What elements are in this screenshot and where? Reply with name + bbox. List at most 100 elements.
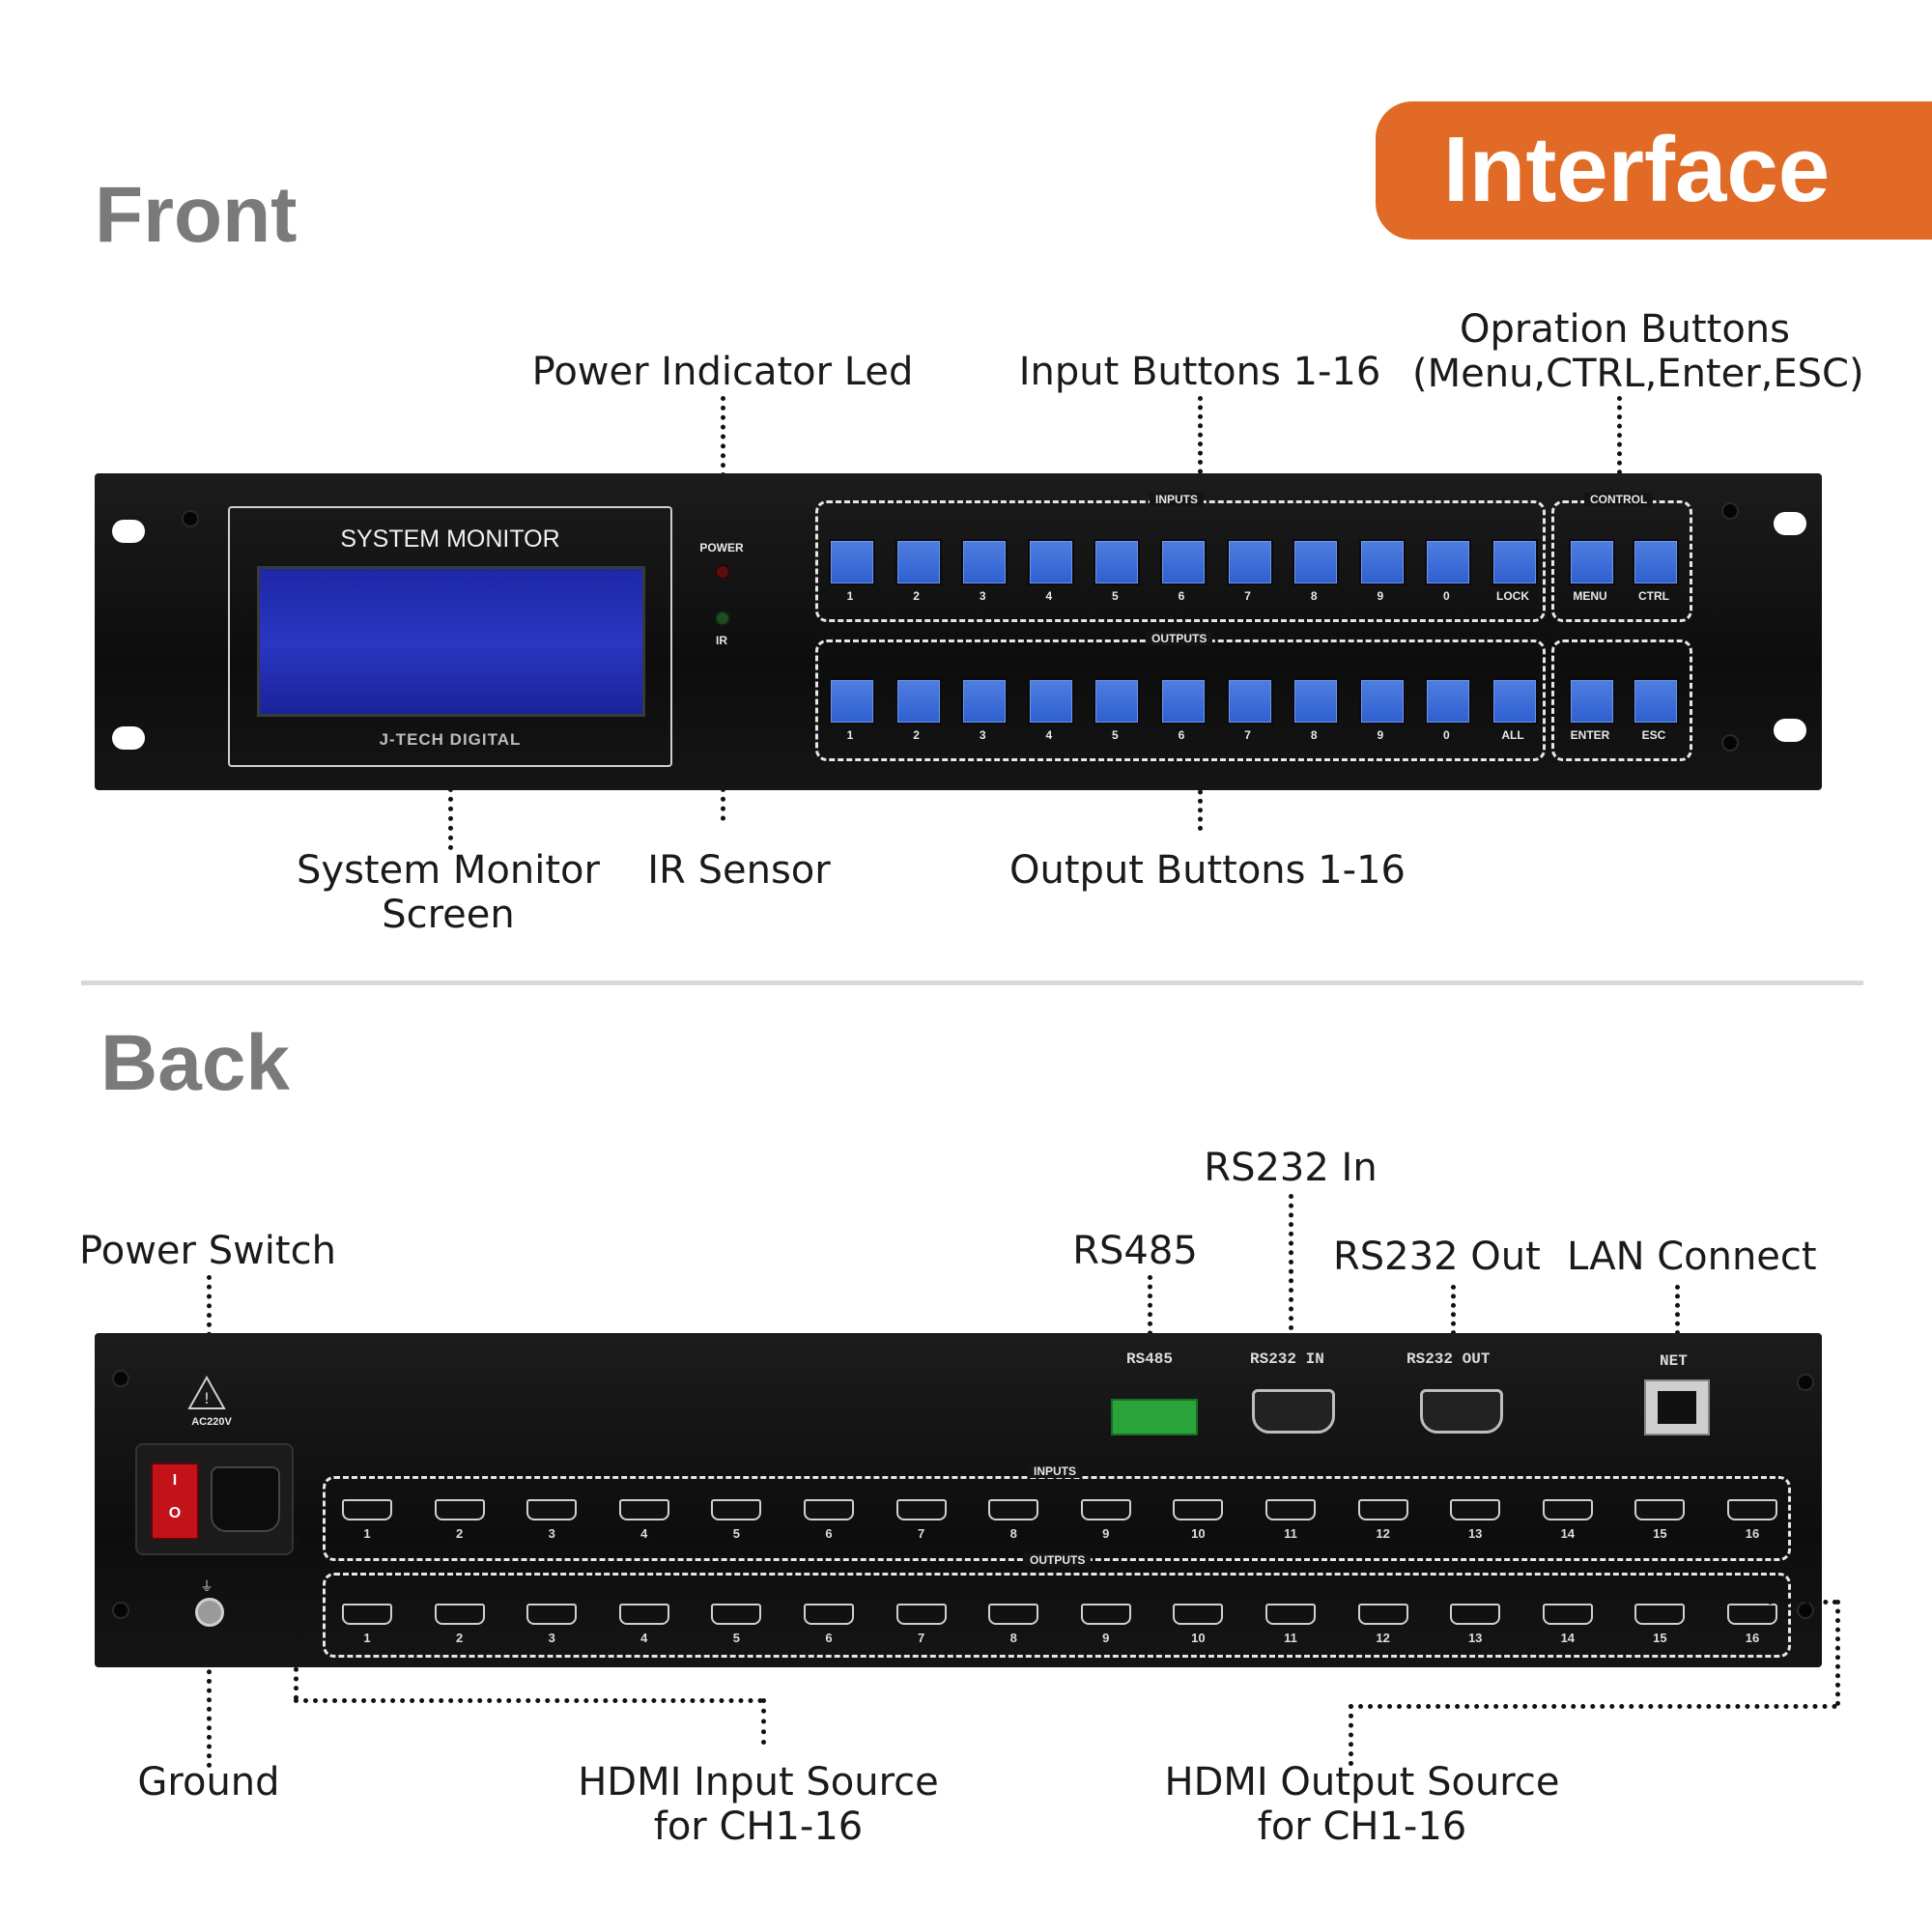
input-hdmi-port[interactable] — [526, 1499, 578, 1520]
output-button[interactable] — [1094, 678, 1141, 724]
hdmi-outputs-group — [323, 1573, 1791, 1658]
input-button[interactable] — [1425, 539, 1472, 585]
input-hdmi-port-label: 5 — [732, 1526, 740, 1541]
input-hdmi-port[interactable] — [988, 1499, 1039, 1520]
input-hdmi-port[interactable] — [1173, 1499, 1224, 1520]
rs232-in-port[interactable] — [1252, 1389, 1335, 1434]
output-hdmi-port-label: 2 — [455, 1631, 464, 1645]
lan-port[interactable] — [1644, 1379, 1710, 1435]
output-hdmi-port[interactable] — [1173, 1604, 1224, 1625]
output-button[interactable] — [1293, 678, 1340, 724]
lan-socket — [1658, 1391, 1696, 1424]
rack-hole — [1774, 719, 1806, 742]
input-hdmi-port[interactable] — [804, 1499, 854, 1520]
output-button[interactable] — [895, 678, 942, 724]
output-hdmi-port[interactable] — [804, 1604, 854, 1625]
input-hdmi-port-label: 4 — [640, 1526, 648, 1541]
output-hdmi-port[interactable] — [342, 1604, 392, 1625]
control-button[interactable] — [1569, 678, 1615, 724]
input-hdmi-port[interactable] — [1450, 1499, 1501, 1520]
control-button[interactable] — [1633, 678, 1679, 724]
monitor-title: SYSTEM MONITOR — [340, 526, 560, 553]
output-button[interactable] — [961, 678, 1009, 724]
input-hdmi-port-label: 8 — [1009, 1526, 1017, 1541]
control-button[interactable] — [1569, 539, 1615, 585]
output-hdmi-port[interactable] — [1727, 1604, 1777, 1625]
callout-hdmi-out-line2: for CH1-16 — [1257, 1804, 1467, 1849]
output-button[interactable] — [829, 678, 875, 724]
input-button[interactable] — [1492, 539, 1538, 585]
output-hdmi-port[interactable] — [1080, 1604, 1131, 1625]
input-hdmi-port[interactable] — [342, 1499, 392, 1520]
input-button-label: 3 — [979, 589, 986, 603]
input-button[interactable] — [1293, 539, 1340, 585]
control-button-label: CTRL — [1638, 589, 1669, 603]
output-hdmi-port[interactable] — [1357, 1604, 1408, 1625]
output-button[interactable] — [1027, 678, 1074, 724]
control-button-label: ENTER — [1570, 728, 1610, 742]
input-button[interactable] — [895, 539, 942, 585]
rs485-terminal[interactable] — [1111, 1399, 1198, 1435]
input-hdmi-port[interactable] — [711, 1499, 762, 1520]
output-hdmi-port[interactable] — [618, 1604, 669, 1625]
leader-output-buttons — [1198, 753, 1203, 831]
power-switch[interactable]: I O — [151, 1463, 199, 1540]
callout-power-led: Power Indicator Led — [531, 350, 914, 394]
callout-operation-line2: (Menu,CTRL,Enter,ESC) — [1412, 352, 1864, 396]
input-button[interactable] — [1358, 539, 1406, 585]
output-hdmi-port[interactable] — [1450, 1604, 1501, 1625]
input-hdmi-port[interactable] — [1357, 1499, 1408, 1520]
rs485-label: RS485 — [1126, 1350, 1174, 1368]
ground-icon: ⏚ — [200, 1578, 213, 1594]
ground-screw[interactable] — [195, 1598, 224, 1627]
input-hdmi-port[interactable] — [1542, 1499, 1593, 1520]
back-title: Back — [100, 1019, 291, 1107]
callout-ground: Ground — [137, 1760, 280, 1804]
output-hdmi-port[interactable] — [434, 1604, 485, 1625]
input-hdmi-port[interactable] — [1080, 1499, 1131, 1520]
control-group-lower — [1551, 639, 1692, 761]
output-button-label: 0 — [1443, 728, 1450, 742]
input-hdmi-port[interactable] — [618, 1499, 669, 1520]
output-hdmi-port[interactable] — [1634, 1604, 1686, 1625]
output-hdmi-port[interactable] — [526, 1604, 578, 1625]
input-button[interactable] — [1160, 539, 1207, 585]
input-hdmi-port[interactable] — [1634, 1499, 1686, 1520]
input-button[interactable] — [961, 539, 1009, 585]
output-button[interactable] — [1492, 678, 1538, 724]
iec-power-socket[interactable] — [211, 1466, 280, 1532]
input-hdmi-port[interactable] — [895, 1499, 947, 1520]
input-hdmi-port[interactable] — [1265, 1499, 1316, 1520]
callout-operation-buttons: Opration Buttons (Menu,CTRL,Enter,ESC) — [1412, 307, 1864, 396]
input-hdmi-port[interactable] — [434, 1499, 485, 1520]
output-hdmi-port[interactable] — [988, 1604, 1039, 1625]
brand-logo: J-TECH DIGITAL — [379, 730, 522, 749]
output-hdmi-port[interactable] — [895, 1604, 947, 1625]
rs232-out-label: RS232 OUT — [1406, 1350, 1491, 1368]
control-button[interactable] — [1633, 539, 1679, 585]
input-button[interactable] — [1226, 539, 1273, 585]
input-button[interactable] — [1027, 539, 1074, 585]
callout-monitor-line1: System Monitor — [297, 848, 600, 893]
input-button-label: 5 — [1112, 589, 1119, 603]
input-button[interactable] — [1094, 539, 1141, 585]
control-button-label: MENU — [1573, 589, 1607, 603]
callout-ir-sensor: IR Sensor — [647, 848, 831, 893]
output-button[interactable] — [1160, 678, 1207, 724]
output-button[interactable] — [1425, 678, 1472, 724]
ir-sensor — [717, 612, 728, 624]
control-label: CONTROL — [1584, 493, 1654, 506]
output-hdmi-port[interactable] — [1542, 1604, 1593, 1625]
output-hdmi-port[interactable] — [1265, 1604, 1316, 1625]
rs232-out-port[interactable] — [1420, 1389, 1503, 1434]
output-button-label: 5 — [1112, 728, 1119, 742]
input-hdmi-port-label: 6 — [825, 1526, 833, 1541]
output-hdmi-port-label: 8 — [1009, 1631, 1017, 1645]
callout-power-switch: Power Switch — [79, 1229, 336, 1273]
input-button[interactable] — [829, 539, 875, 585]
output-hdmi-port-label: 9 — [1102, 1631, 1110, 1645]
input-hdmi-port[interactable] — [1727, 1499, 1777, 1520]
output-button[interactable] — [1226, 678, 1273, 724]
output-button[interactable] — [1358, 678, 1406, 724]
output-hdmi-port[interactable] — [711, 1604, 762, 1625]
